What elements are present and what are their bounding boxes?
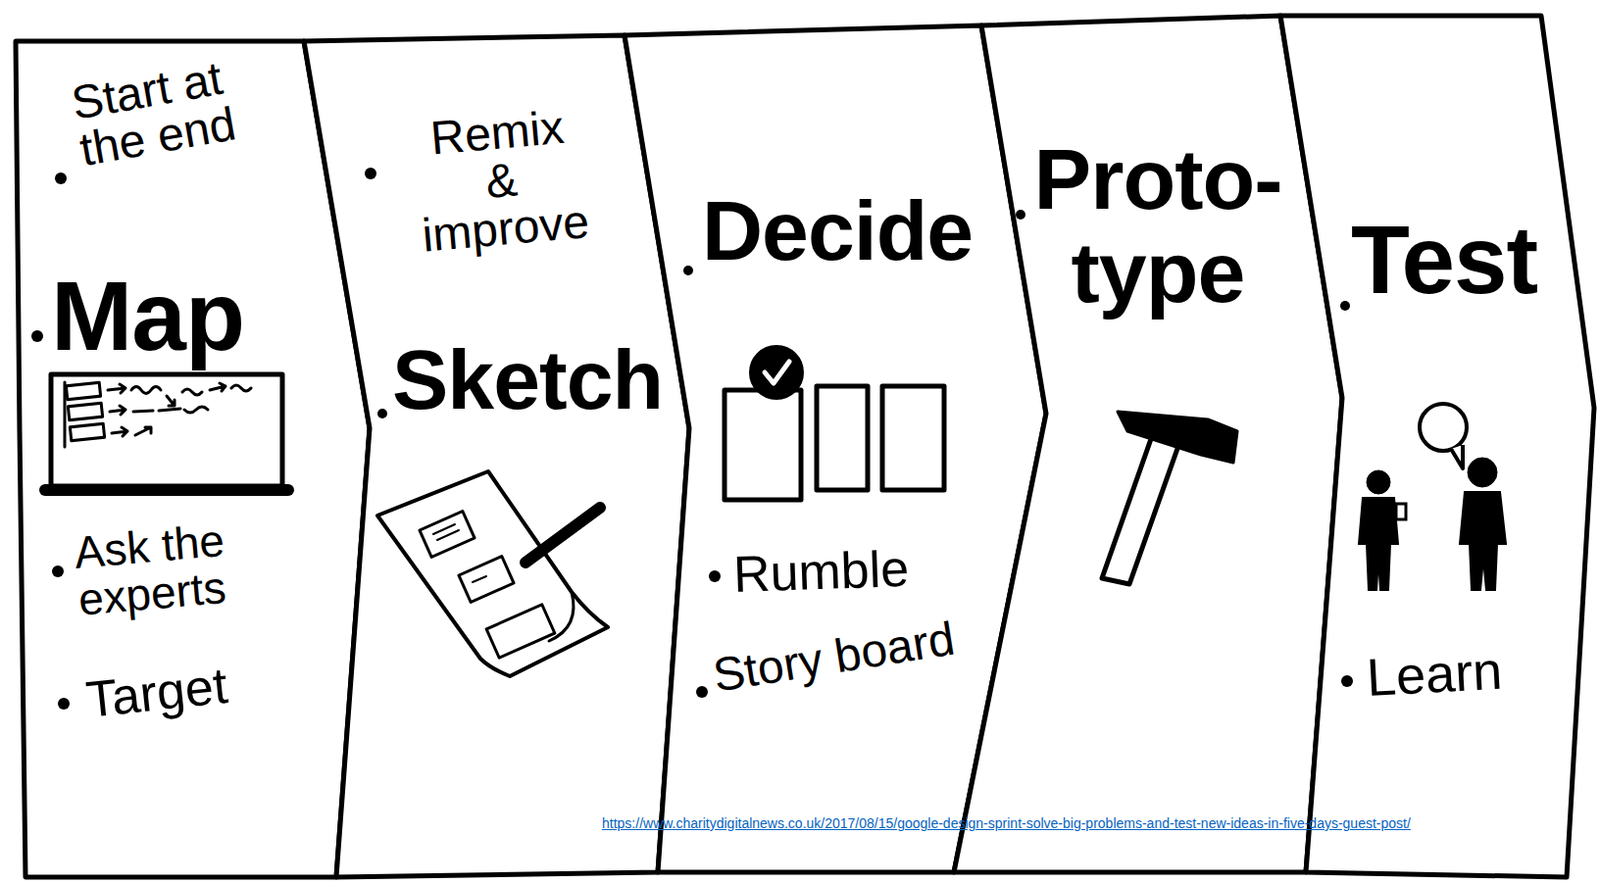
sprint-stage-band: TestLearn [1274,9,1600,884]
source-url: https://www.charitydigitalnews.co.uk/201… [601,815,1411,832]
stage-activity: Remix & improve [378,99,626,263]
sketch-frame [458,556,514,603]
sticky-note [69,423,104,441]
whiteboard-ledge [45,484,289,497]
sketch-lines [433,524,459,541]
sticky-note [67,402,102,420]
bullet-dot [1341,675,1353,688]
check-badge [750,346,803,400]
flow-arrow [109,405,126,415]
stage-activity: Start at the end [68,47,279,174]
paper-curl [549,592,574,642]
flow-arrow [111,427,128,437]
bullet-dot [377,408,388,419]
sketch-frame [486,604,555,658]
person [1467,457,1498,488]
chevron-band [624,25,1047,873]
bullet-dot [696,686,708,699]
hammer-handle [1101,436,1180,585]
pen [525,507,600,563]
option-card [724,390,801,500]
flow-arrow [135,427,151,436]
sketch-icon [377,471,608,677]
stage-activity: Target [83,651,303,726]
speech-bubble [1419,403,1467,451]
flow-scribble [182,389,202,396]
bullet-dot [364,167,377,180]
stage-title: Decide [701,188,1016,273]
chevron-band [953,15,1343,873]
flow-scribble [131,387,161,395]
phone [1396,503,1406,520]
sprint-stage-band: Start at the endMapAsk the expertsTarget [9,35,376,884]
sketch-frame [419,511,475,558]
chevron-band [303,35,690,878]
bullet-dot [708,570,721,583]
sticky-rail [63,382,67,448]
sticky-note [65,382,100,400]
stage-title: Test [1350,211,1587,308]
flow-scribble [231,385,251,392]
sprint-stage-band: Remix & improveSketch [298,29,696,884]
chevron-band [15,41,370,878]
sprint-stage-band: Proto- type [948,9,1349,879]
hammer-head [1117,411,1238,463]
bullet-dot [57,698,70,710]
stage-activity: Ask the experts [72,513,257,624]
flow-scribble [184,406,208,413]
stage-title: Map [50,266,306,365]
chevron-outline [9,35,376,884]
sketch-paper [377,471,608,677]
person [1366,470,1391,495]
person [1459,492,1506,591]
option-card [816,386,868,491]
bullet-dot [54,172,67,185]
bullet-dot [1340,300,1350,311]
flow-arrow [209,383,226,392]
whiteboard-icon [45,374,289,491]
person [1358,498,1399,591]
bullet-dot [1015,209,1026,220]
stage-activity: Story board [709,606,1008,700]
chevron-outline [618,19,1052,879]
hammer-icon [1101,411,1238,585]
test-icon [1358,403,1506,591]
stage-activity: Rumble [732,541,970,600]
check-mark [764,361,790,384]
option-card [882,386,945,491]
flow-scribble [133,408,181,412]
bullet-dot [683,265,694,276]
decide-icon [724,346,945,500]
chevron-outline [1274,9,1600,884]
stage-activity: Learn [1365,641,1565,704]
whiteboard [50,374,283,487]
chevron-band [1280,15,1595,878]
sketch-lines [472,576,487,583]
bullet-dot [31,330,44,343]
bullet-dot [51,565,64,578]
stage-title: Sketch [392,337,706,422]
flow-arrow [107,384,126,394]
stage-title: Proto- type [1025,132,1291,319]
flow-arrow [166,396,175,406]
speech-tail [1450,445,1463,469]
sprint-stage-band: DecideRumbleStory board [618,19,1052,879]
